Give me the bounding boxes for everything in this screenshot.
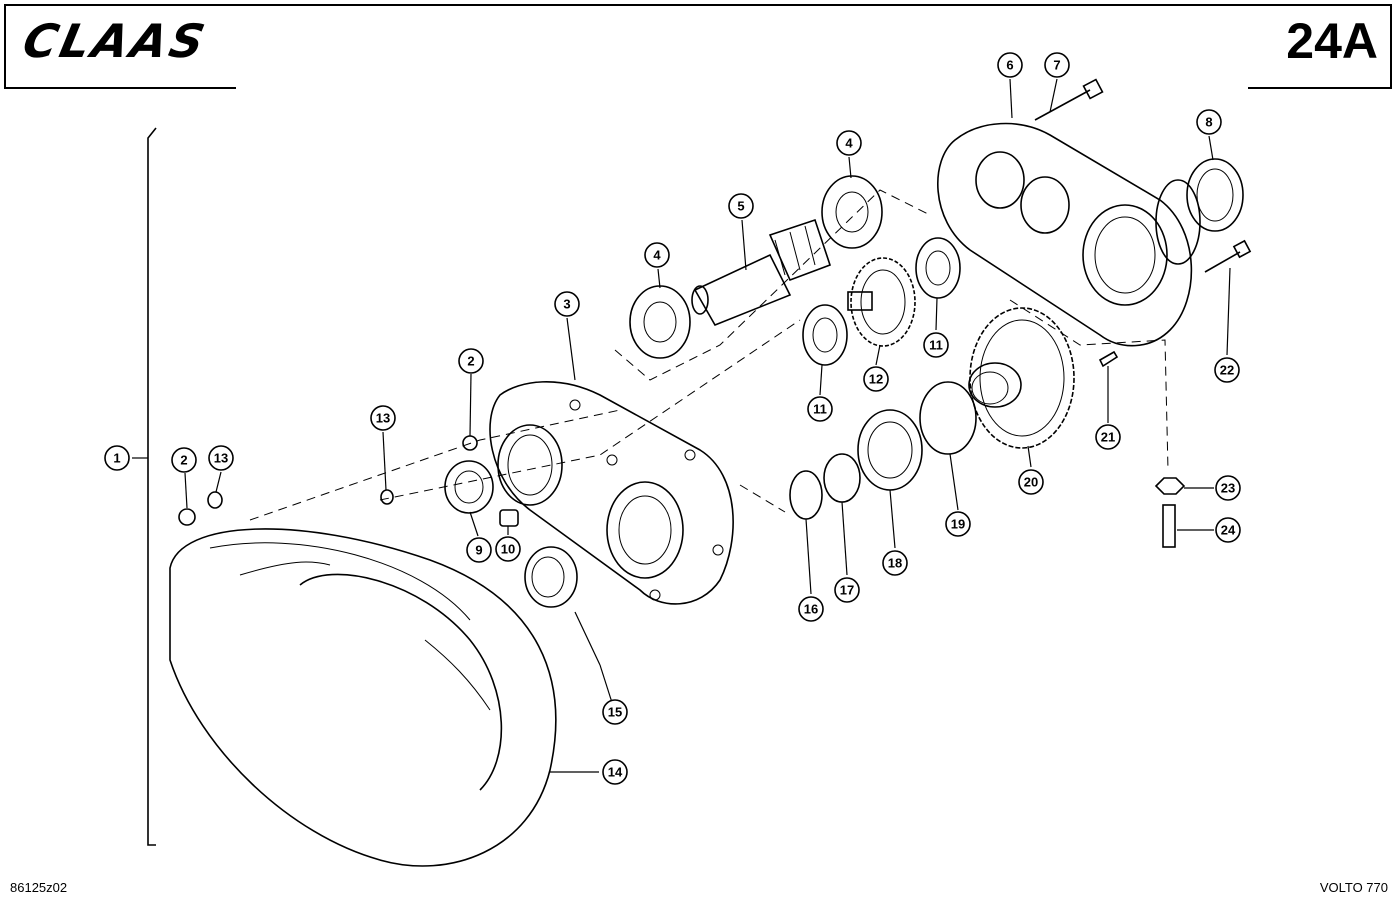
leader-lines	[184, 78, 1231, 773]
svg-text:2: 2	[180, 453, 187, 468]
axis-line-d	[739, 484, 786, 513]
callout-24: 24	[1215, 517, 1241, 543]
callout-12: 12	[863, 366, 889, 392]
callout-19: 19	[945, 511, 971, 537]
svg-text:18: 18	[888, 556, 902, 571]
callout-2: 2	[458, 348, 484, 374]
callout-14: 14	[602, 759, 628, 785]
callout-11: 11	[807, 396, 833, 422]
callout-13: 13	[208, 445, 234, 471]
svg-text:24: 24	[1221, 523, 1236, 538]
ring-17	[823, 453, 861, 503]
washer-13-middle	[380, 489, 394, 505]
callout-8: 8	[1196, 109, 1222, 135]
callout-22: 22	[1214, 357, 1240, 383]
svg-text:10: 10	[501, 542, 515, 557]
svg-text:20: 20	[1024, 475, 1038, 490]
callout-5: 5	[728, 193, 754, 219]
bearing-11-left	[802, 304, 848, 366]
svg-text:13: 13	[376, 411, 390, 426]
axis-line-a	[249, 409, 621, 521]
gearbox-cover-6	[937, 122, 1201, 347]
svg-text:7: 7	[1053, 58, 1060, 73]
gearbox-housing-3	[489, 381, 734, 605]
callout-9: 9	[466, 537, 492, 563]
bearing-4-lower	[629, 285, 691, 359]
stud-24	[1162, 504, 1176, 548]
plug-10	[499, 509, 519, 527]
callout-17: 17	[834, 577, 860, 603]
nut-23	[1154, 477, 1186, 495]
svg-text:1: 1	[113, 451, 120, 466]
callout-2: 2	[171, 447, 197, 473]
nut-2-left	[178, 508, 196, 526]
seal-9	[444, 460, 494, 514]
callout-18: 18	[882, 550, 908, 576]
callout-7: 7	[1044, 52, 1070, 78]
callout-1: 1	[104, 445, 130, 471]
frame-right-line	[1390, 4, 1392, 88]
axis-line-e	[1009, 299, 1169, 471]
callout-3: 3	[554, 291, 580, 317]
callout-4: 4	[644, 242, 670, 268]
assembly-bracket	[147, 127, 157, 846]
svg-text:6: 6	[1006, 58, 1013, 73]
svg-text:14: 14	[608, 765, 623, 780]
header-rule-left	[4, 87, 236, 89]
callout-13: 13	[370, 405, 396, 431]
callout-10: 10	[495, 536, 521, 562]
frame-top-line	[4, 4, 1392, 6]
svg-text:16: 16	[804, 602, 818, 617]
svg-text:3: 3	[563, 297, 570, 312]
callout-6: 6	[997, 52, 1023, 78]
svg-text:2: 2	[467, 354, 474, 369]
drawing-code: 86125z02	[10, 880, 68, 895]
svg-text:4: 4	[845, 136, 853, 151]
svg-text:22: 22	[1220, 363, 1234, 378]
bearing-18	[857, 409, 923, 491]
axis-line-b	[379, 319, 801, 501]
callout-16: 16	[798, 596, 824, 622]
callout-21: 21	[1095, 424, 1121, 450]
svg-text:19: 19	[951, 517, 965, 532]
svg-text:8: 8	[1205, 115, 1212, 130]
svg-text:12: 12	[869, 372, 883, 387]
bearing-4-upper	[821, 175, 883, 249]
svg-text:4: 4	[653, 248, 661, 263]
header-rule-right	[1248, 87, 1392, 89]
svg-text:21: 21	[1101, 430, 1115, 445]
callout-15: 15	[602, 699, 628, 725]
svg-text:15: 15	[608, 705, 622, 720]
bearing-11-right	[915, 237, 961, 299]
axis-line-c	[614, 189, 931, 381]
seal-ring-8	[1186, 158, 1244, 232]
svg-text:13: 13	[214, 451, 228, 466]
callout-20: 20	[1018, 469, 1044, 495]
washer-13-left	[207, 491, 223, 509]
page-number: 24A	[1286, 13, 1378, 69]
circlip-16	[789, 470, 823, 520]
svg-text:23: 23	[1221, 481, 1235, 496]
svg-text:5: 5	[737, 199, 744, 214]
bolt-7	[1034, 78, 1104, 121]
circlip-19	[919, 381, 977, 455]
svg-text:11: 11	[929, 338, 943, 353]
svg-text:17: 17	[840, 583, 854, 598]
callout-11: 11	[923, 332, 949, 358]
svg-text:9: 9	[475, 543, 482, 558]
frame-left-line	[4, 4, 6, 88]
svg-text:11: 11	[813, 402, 827, 417]
splined-shaft-5	[691, 218, 832, 327]
callout-23: 23	[1215, 475, 1241, 501]
machine-model: VOLTO 770	[1319, 880, 1388, 895]
seal-15	[524, 546, 578, 608]
guard-ring-14	[169, 528, 557, 867]
gear-20	[968, 307, 1075, 449]
bolt-22	[1204, 239, 1252, 273]
gear-12	[847, 257, 916, 347]
pin-21	[1098, 350, 1119, 368]
callout-4: 4	[836, 130, 862, 156]
